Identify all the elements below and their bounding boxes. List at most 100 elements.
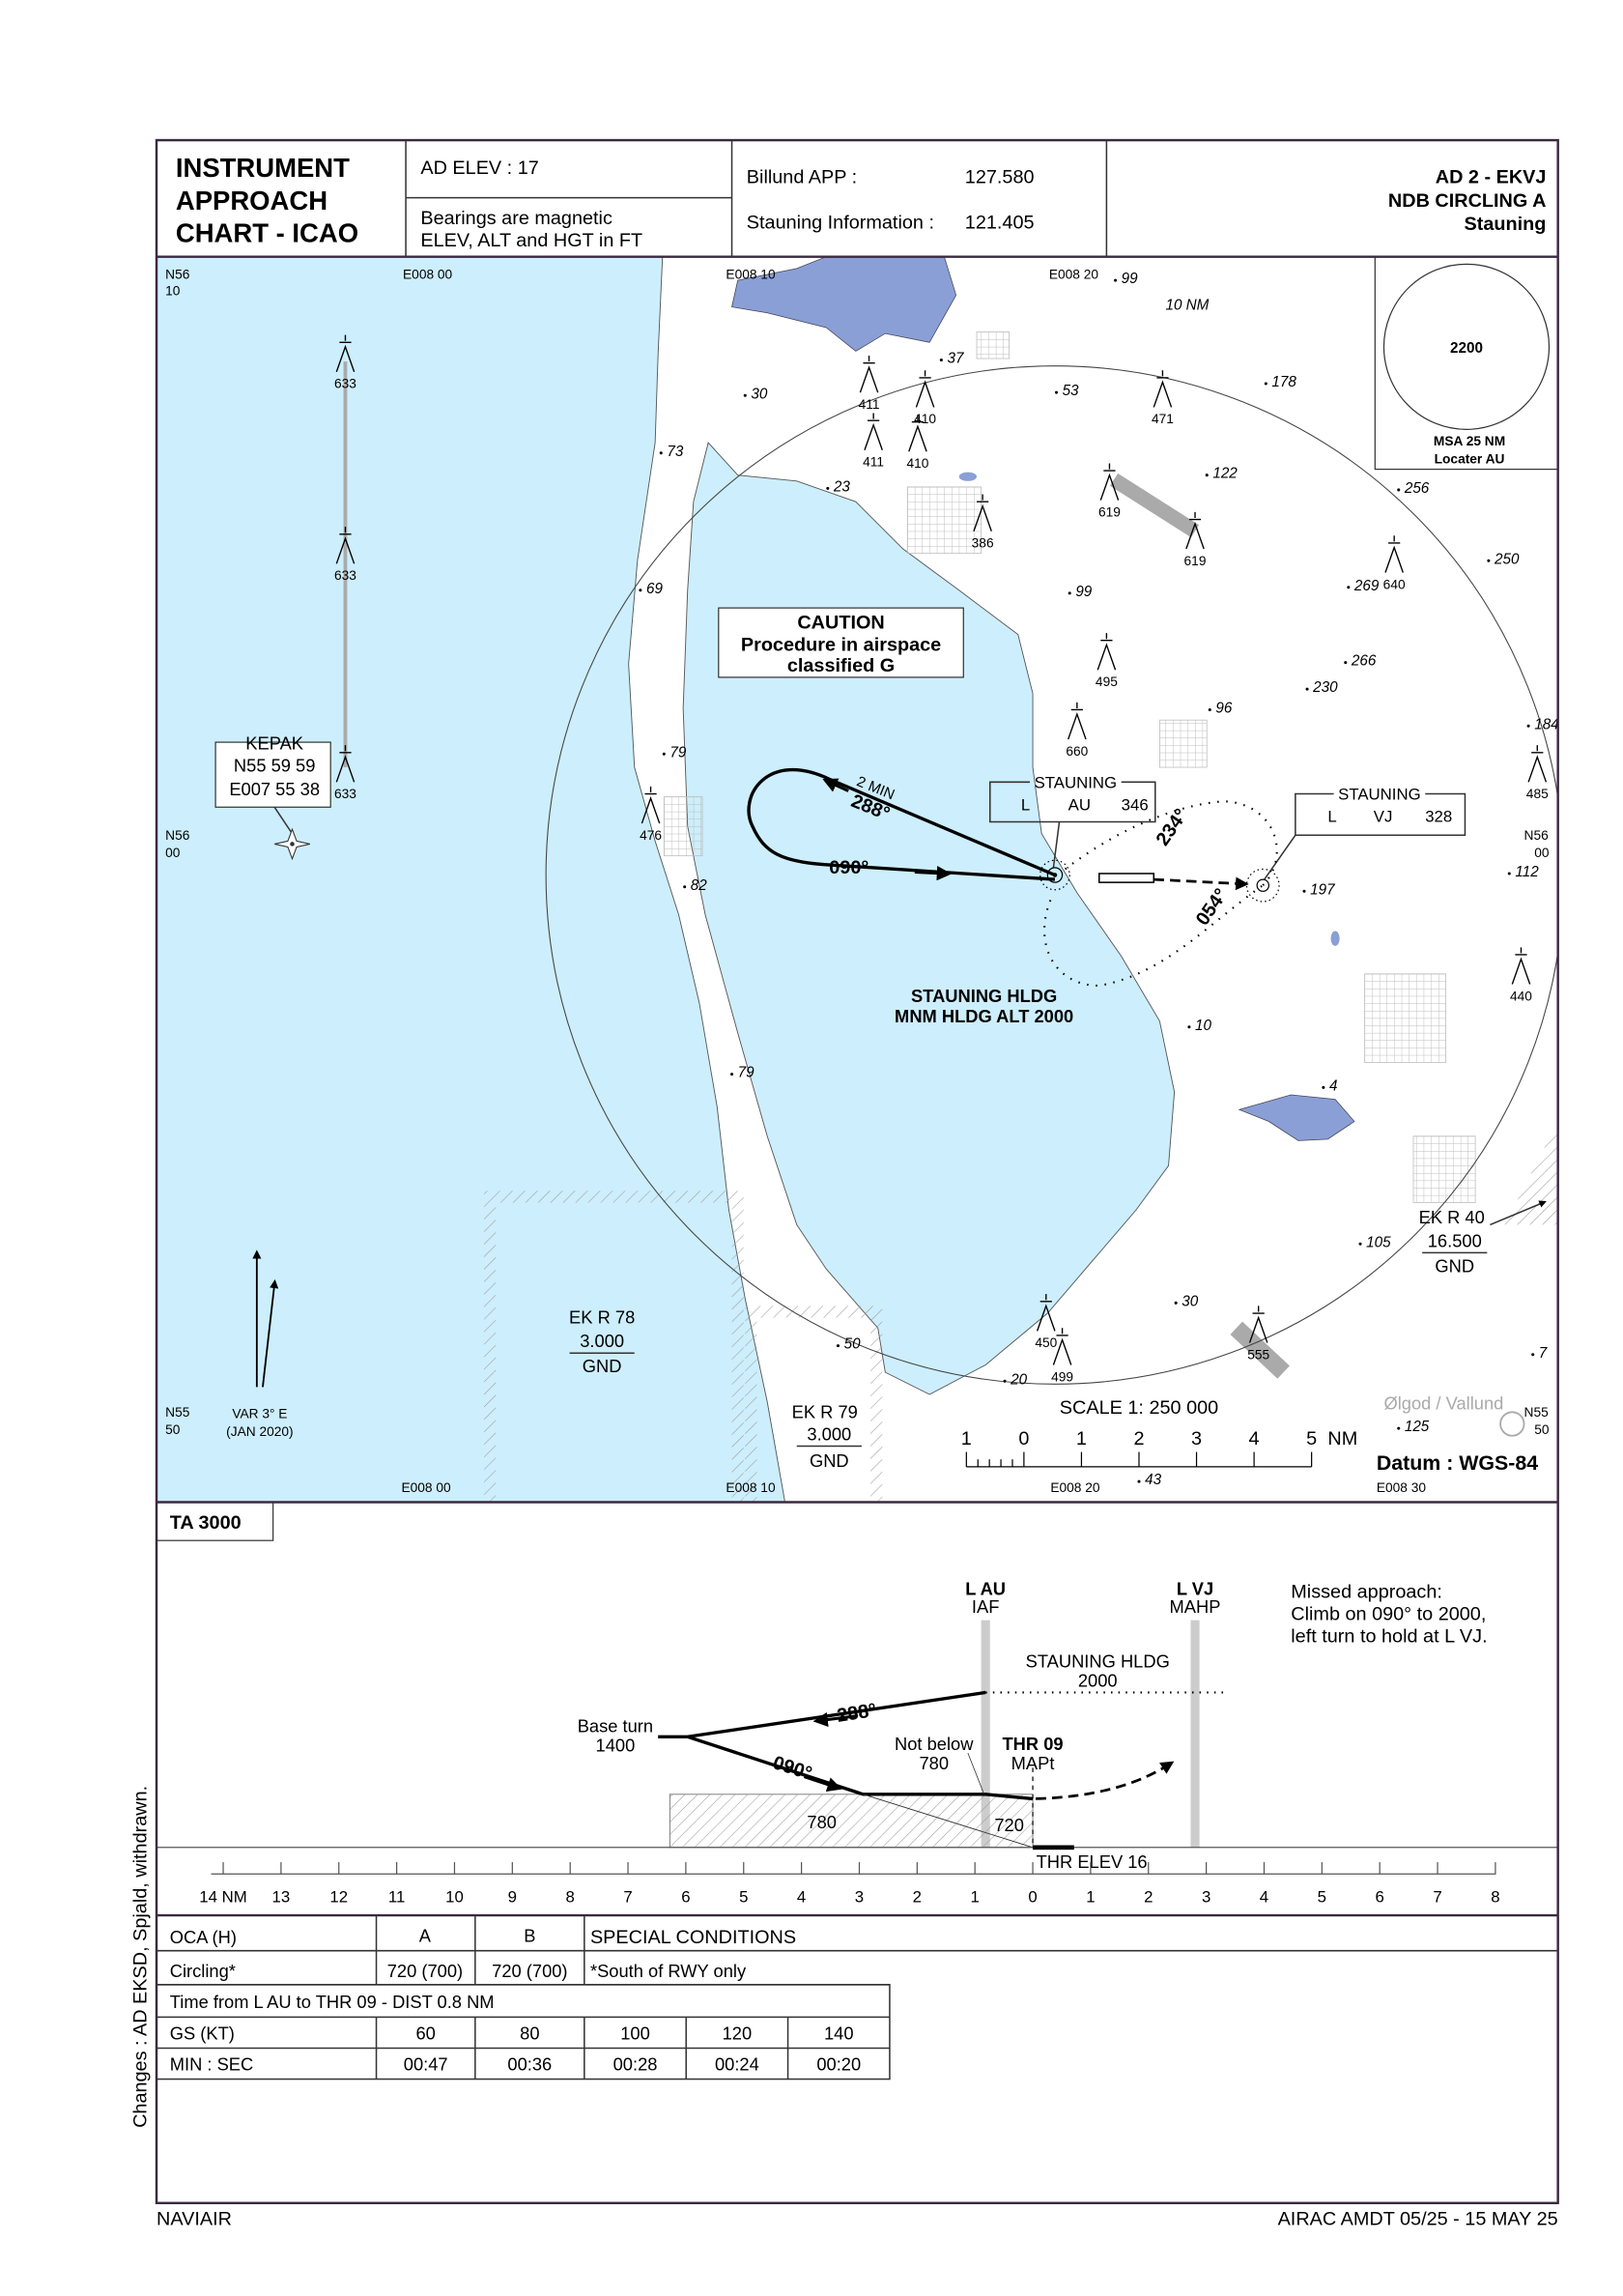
base-turn-label: Base turn [578,1716,653,1736]
range-ring-label: 10 NM [1165,298,1209,314]
category-a-header: A [419,1926,432,1946]
scale-tick-label: 0 [1018,1428,1029,1449]
spot-height: 99 [1122,271,1138,287]
spot-height-dot [1068,591,1071,595]
mapt-label: MAPt [1011,1753,1055,1773]
distance-tick-label: 2 [913,1887,922,1906]
distance-tick-label: 8 [566,1887,575,1906]
scale-tick-label: 3 [1191,1428,1202,1449]
holding-altitude: 2000 [1078,1670,1118,1690]
obstacle-elevation: 471 [1152,412,1174,426]
scale-unit: NM [1327,1428,1357,1449]
spot-height-dot [939,359,943,362]
restricted-area-ek-r79 [745,1306,883,1503]
town [976,331,1010,359]
obstacle-icon [335,527,356,564]
ndb-vj-frequency: 328 [1425,808,1452,826]
lake [731,256,957,352]
town [1412,1135,1476,1203]
chart-id-location: Stauning [1465,214,1547,235]
ad-elevation: AD ELEV : 17 [420,158,538,179]
obstacle: 619 [1184,511,1206,568]
spot-height: 20 [1010,1371,1027,1388]
ndb-au-frequency: 346 [1122,795,1149,814]
moc-720-label: 720 [994,1815,1024,1835]
obstacle: 619 [1098,463,1121,519]
holding-name: STAUNING HLDG [911,986,1057,1006]
spot-height-dot [659,451,663,455]
spot-height-dot [1205,474,1209,477]
spot-height: 266 [1351,653,1377,670]
obstacle-icon [1248,1306,1268,1343]
obstacle-icon [1185,511,1205,550]
obstacle: 411 [859,356,880,412]
spot-height: 99 [1075,584,1092,600]
spot-height: 112 [1515,864,1539,880]
holding-pattern [1043,800,1278,988]
obstacle: 450 [1035,1294,1058,1350]
lau-fix-bar [981,1620,990,1848]
obstacle-icon [335,334,356,373]
obstacle-icon [1099,463,1120,501]
obstacle-elevation: 411 [859,397,880,412]
distance-tick-label: 1 [971,1887,980,1906]
caution-title: CAUTION [797,612,884,633]
spot-height: 230 [1312,679,1338,696]
obstacle: 633 [334,527,356,583]
chart-title-line2: APPROACH [176,186,327,215]
obstacle-icon [1384,535,1404,573]
special-condition-text: *South of RWY only [590,1961,747,1981]
obstacle-elevation: 440 [1510,989,1532,1003]
distance-tick-label: 1 [1086,1887,1095,1906]
lvj-fix-name: L VJ [1177,1579,1213,1599]
obstacle: 410 [906,415,929,471]
obstacle-elevation: 476 [640,828,662,843]
spot-height: 256 [1404,480,1430,497]
ground-speed-value: 80 [520,2023,539,2043]
changes-note: Changes : AD EKSD, Spjald, withdrawn. [129,1786,151,2128]
spot-height-dot [1526,724,1530,728]
msa-reference: Locater AU [1435,451,1505,466]
ground-speed-value: 100 [620,2023,650,2043]
distance-tick-label: 8 [1491,1887,1499,1906]
profile-missed-approach [1036,1761,1175,1800]
grid-lat-label: N56 [165,828,190,843]
circling-label: Circling* [170,1961,236,1981]
lake [1238,1094,1355,1141]
msa-diagram: 2200 MSA 25 NM Locater AU [1374,256,1559,471]
olgod-vallund-label: Ølgod / Vallund [1383,1392,1503,1413]
ndb-au-type: L [1021,795,1030,814]
spot-height-dot [1114,278,1118,282]
ndb-au-ident: AU [1068,795,1091,814]
spot-height-dot [1487,559,1491,562]
spot-height: 79 [738,1065,755,1081]
lau-fix-name: L AU [965,1579,1006,1599]
msa-label: MSA 25 NM [1434,434,1505,448]
grid-lon-label: E008 20 [1049,268,1099,282]
restricted-area-lower: GND [583,1356,622,1376]
circling-oca-a: 720 (700) [387,1961,463,1981]
obstacle: 471 [1152,370,1174,426]
spot-height: 125 [1405,1419,1430,1435]
time-label: MIN : SEC [170,2053,253,2074]
town [1158,719,1208,768]
distance-tick-label: 7 [623,1887,632,1906]
scale-tick-label: 1 [961,1428,972,1449]
scale-tick-label: 1 [1076,1428,1087,1449]
spot-height: 69 [646,581,663,597]
spot-height: 30 [751,386,767,402]
time-value: 00:20 [816,2053,861,2074]
ground-speed-value: 60 [416,2023,436,2043]
obstacle-clearance-area [669,1794,1034,1849]
spot-height: 50 [844,1336,861,1353]
bearings-note-line1: Bearings are magnetic [420,208,612,229]
spot-height-dot [683,885,687,889]
obstacle-icon [1036,1294,1056,1332]
holding-minimum-altitude: MNM HLDG ALT 2000 [895,1006,1073,1026]
ground-speed-value: 140 [824,2023,854,2043]
spot-height: 10 [1195,1018,1211,1034]
spot-height-dot [1305,687,1309,691]
spot-height: 53 [1063,383,1079,399]
spot-height: 23 [833,478,850,495]
